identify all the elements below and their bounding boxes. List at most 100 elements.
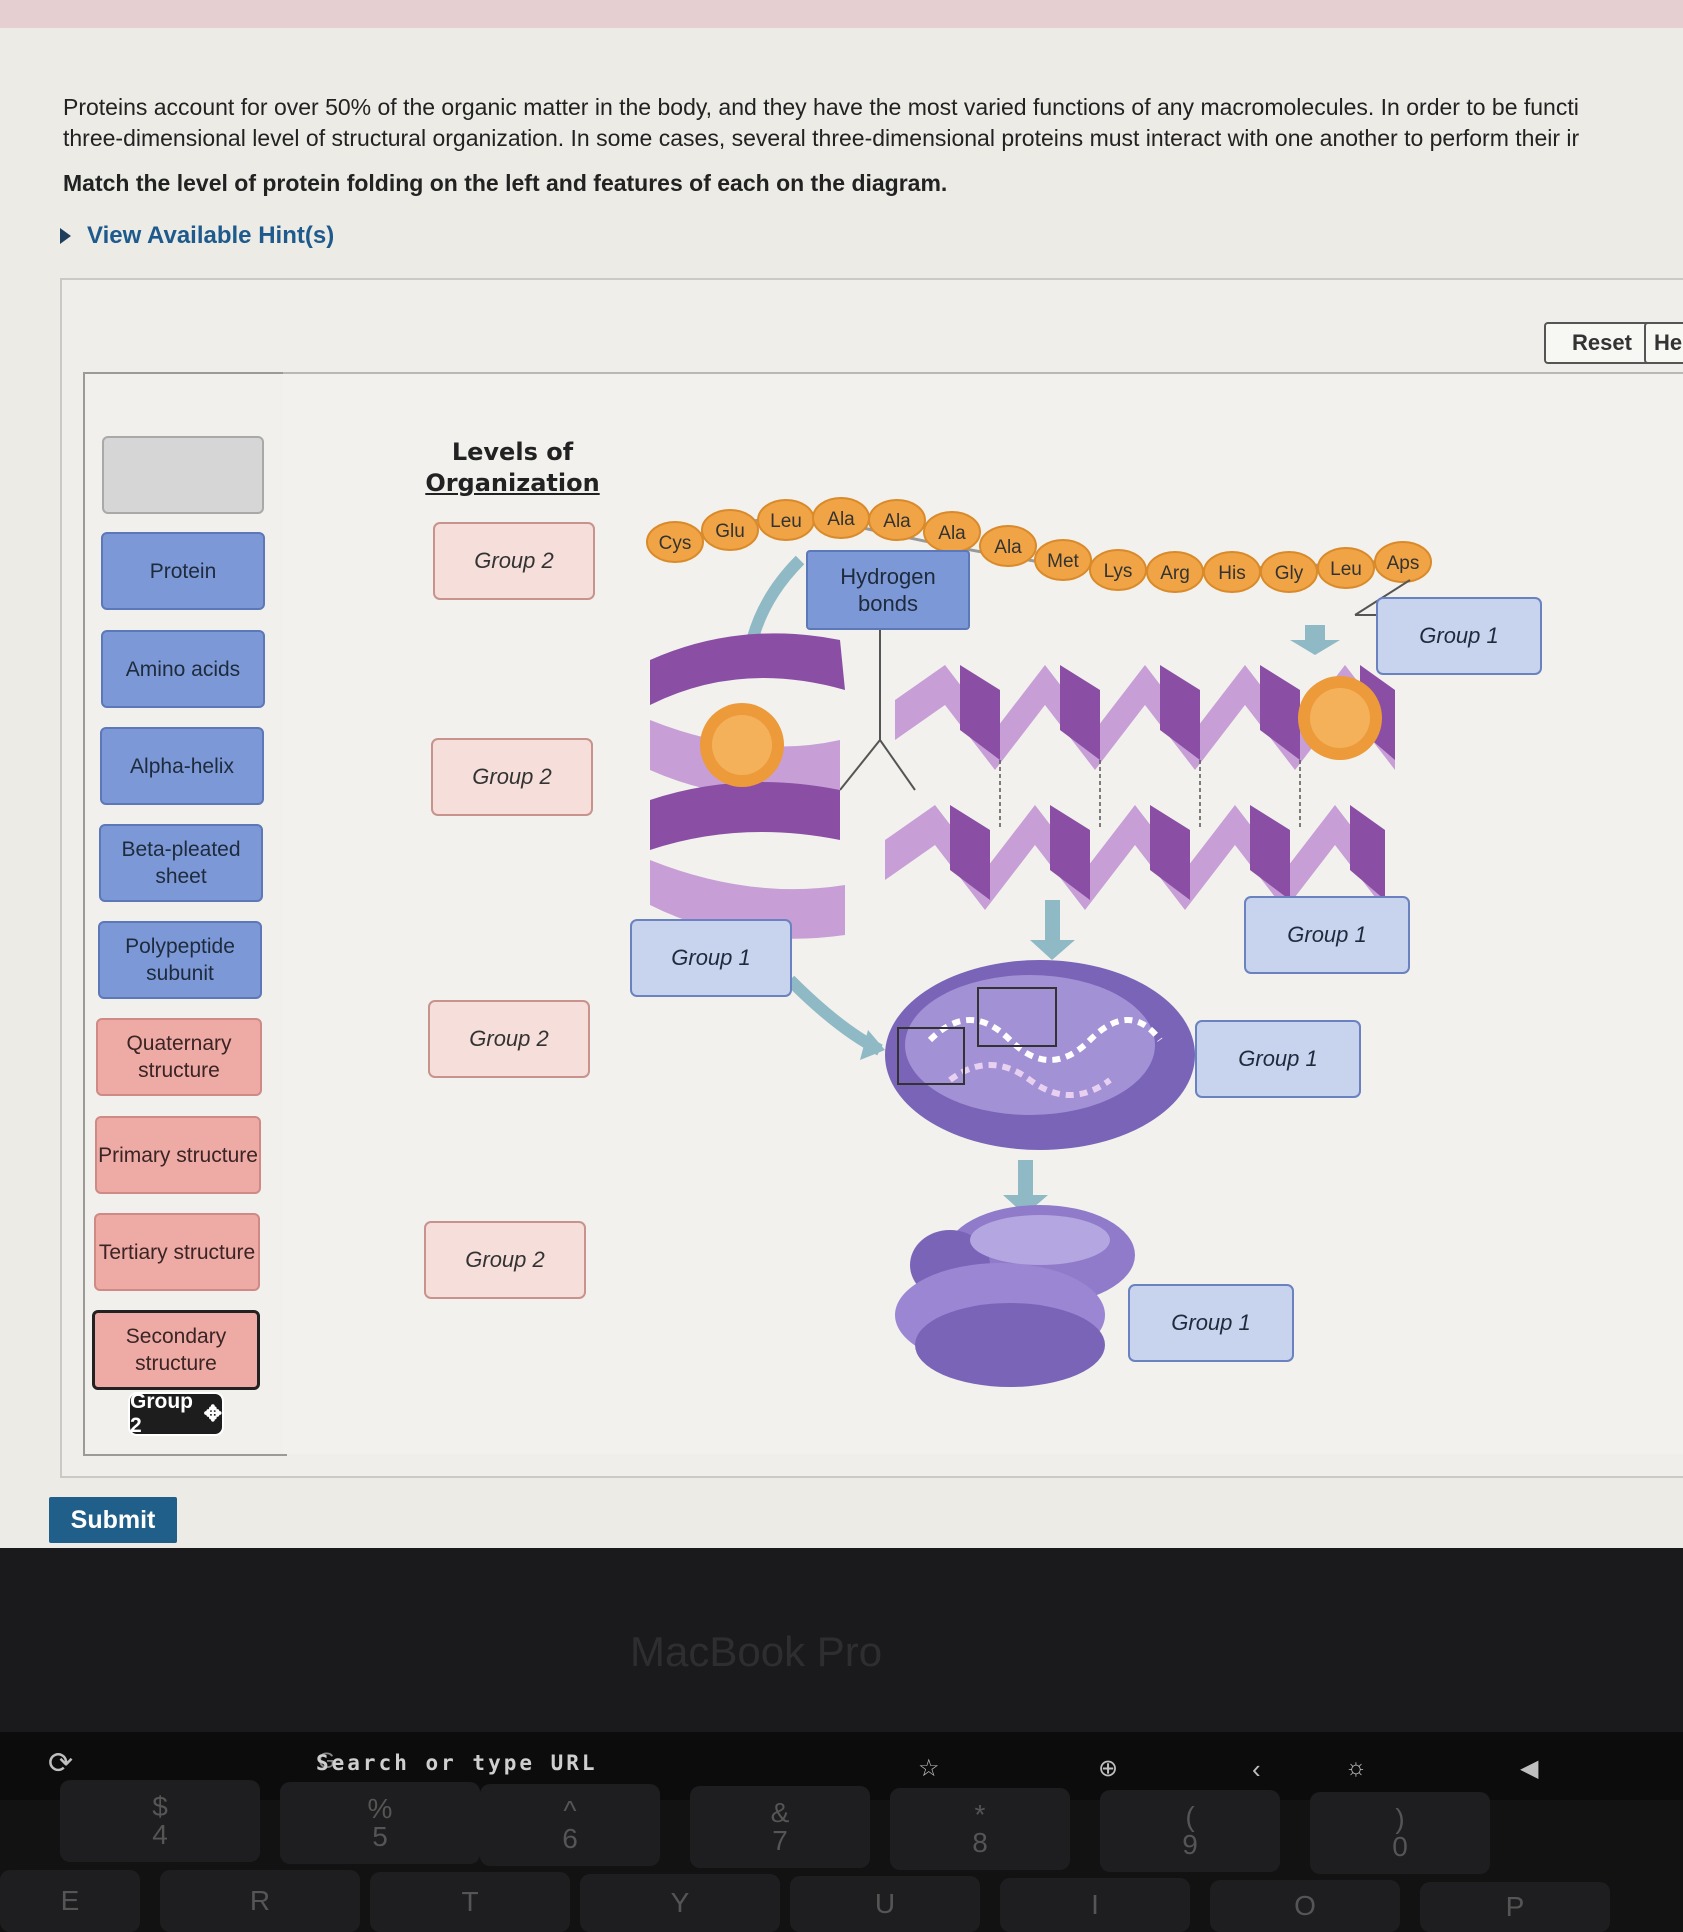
label-secondary-structure[interactable]: Secondary structure bbox=[92, 1310, 260, 1390]
label-quaternary-structure[interactable]: Quaternary structure bbox=[96, 1018, 262, 1096]
label-protein[interactable]: Protein bbox=[101, 532, 265, 610]
key-8[interactable]: *8 bbox=[890, 1788, 1070, 1870]
key-6[interactable]: ^6 bbox=[480, 1784, 660, 1866]
label-beta-pleated-sheet[interactable]: Beta-pleated sheet bbox=[99, 824, 263, 902]
touchbar-search-field[interactable]: Search or type URL bbox=[316, 1751, 598, 1775]
key-7-bottom: 7 bbox=[772, 1825, 788, 1856]
hbond-lines bbox=[839, 626, 916, 791]
amino-acid-label: Ala bbox=[827, 509, 855, 530]
volume-icon[interactable]: ◀ bbox=[1520, 1755, 1539, 1782]
intro-text: Proteins account for over 50% of the org… bbox=[63, 92, 1683, 154]
key-9-top: ( bbox=[1185, 1801, 1195, 1832]
amino-acid-bead bbox=[1317, 547, 1375, 589]
amino-acid-bead bbox=[979, 525, 1037, 567]
label-primary-structure[interactable]: Primary structure bbox=[95, 1116, 261, 1194]
amino-acid-label: His bbox=[1218, 563, 1245, 584]
amino-acid-label: Ala bbox=[938, 523, 966, 544]
browser-screen: Proteins account for over 50% of the org… bbox=[0, 0, 1683, 1548]
level-drop-target-1[interactable]: Group 2 bbox=[433, 522, 595, 600]
label-alpha-helix[interactable]: Alpha-helix bbox=[100, 727, 264, 805]
key-p[interactable]: P bbox=[1420, 1882, 1610, 1932]
key-9-bottom: 9 bbox=[1182, 1829, 1198, 1860]
move-cursor-icon: ✥ bbox=[203, 1401, 222, 1426]
level-drop-target-4[interactable]: Group 2 bbox=[424, 1221, 586, 1299]
label-polypeptide-subunit[interactable]: Polypeptide subunit bbox=[98, 921, 262, 999]
view-hints-link[interactable]: View Available Hint(s) bbox=[60, 222, 334, 250]
key-e[interactable]: E bbox=[0, 1870, 140, 1932]
key-0-bottom: 0 bbox=[1392, 1831, 1408, 1862]
amino-acid-bead bbox=[868, 499, 926, 541]
amino-acid-bead bbox=[646, 521, 704, 563]
levels-title-line2: Organization bbox=[425, 469, 600, 497]
key-0-top: ) bbox=[1395, 1803, 1405, 1834]
amino-acid-label: Cys bbox=[659, 533, 692, 554]
alpha-helix-illustration bbox=[650, 633, 845, 939]
key-8-bottom: 8 bbox=[972, 1827, 988, 1858]
submit-button[interactable]: Submit bbox=[49, 1497, 177, 1543]
beta-sheet-illustration bbox=[885, 665, 1395, 910]
top-strip bbox=[0, 0, 1683, 28]
key-7[interactable]: &7 bbox=[690, 1786, 870, 1868]
key-5-top: % bbox=[367, 1793, 393, 1824]
level-drop-target-2[interactable]: Group 2 bbox=[431, 738, 593, 816]
key-0[interactable]: )0 bbox=[1310, 1792, 1490, 1874]
intro-line-1: Proteins account for over 50% of the org… bbox=[63, 94, 1579, 120]
amino-acid-label: Leu bbox=[770, 511, 802, 532]
feature-drop-target-protein[interactable]: Group 1 bbox=[1128, 1284, 1294, 1362]
feature-drop-target-subunit[interactable]: Group 1 bbox=[1195, 1020, 1361, 1098]
amino-acid-bead bbox=[1034, 539, 1092, 581]
feature-drop-target-amino-acids[interactable]: Group 1 bbox=[1376, 597, 1542, 675]
key-7-top: & bbox=[770, 1797, 790, 1828]
expand-triangle-icon bbox=[60, 228, 71, 244]
key-u[interactable]: U bbox=[790, 1876, 980, 1932]
levels-title: Levels of Organization bbox=[425, 437, 600, 499]
empty-label-slot[interactable] bbox=[102, 436, 264, 514]
feature-drop-target-alpha-helix[interactable]: Group 1 bbox=[630, 919, 792, 997]
level-drop-target-3[interactable]: Group 2 bbox=[428, 1000, 590, 1078]
arrow-head-helix bbox=[860, 1030, 885, 1060]
key-y[interactable]: Y bbox=[580, 1874, 780, 1932]
key-i[interactable]: I bbox=[1000, 1878, 1190, 1932]
arrow-down-sheet bbox=[1030, 900, 1075, 960]
amino-acid-bead bbox=[1374, 541, 1432, 583]
label-tertiary-structure[interactable]: Tertiary structure bbox=[94, 1213, 260, 1291]
arrow-down-chain bbox=[1290, 625, 1340, 655]
brightness-icon[interactable]: ☼ bbox=[1345, 1754, 1367, 1781]
key-r[interactable]: R bbox=[160, 1870, 360, 1932]
key-5-bottom: 5 bbox=[372, 1821, 388, 1852]
bookmark-star-icon[interactable]: ☆ bbox=[918, 1755, 940, 1782]
key-t[interactable]: T bbox=[370, 1872, 570, 1932]
amino-acid-label: Lys bbox=[1104, 561, 1133, 582]
hydrogen-bonds-label: Hydrogen bonds bbox=[806, 550, 970, 630]
new-tab-icon[interactable]: ⊕ bbox=[1098, 1755, 1119, 1782]
key-5[interactable]: %5 bbox=[280, 1782, 480, 1864]
key-6-top: ^ bbox=[563, 1795, 577, 1826]
quaternary-structure-illustration bbox=[895, 1205, 1135, 1387]
key-9[interactable]: (9 bbox=[1100, 1790, 1280, 1872]
amino-acid-label: Leu bbox=[1330, 559, 1362, 580]
instruction-text: Match the level of protein folding on th… bbox=[63, 170, 948, 196]
amino-acid-label: Arg bbox=[1160, 563, 1190, 584]
amino-acid-label: Ala bbox=[883, 511, 911, 532]
chevron-left-icon[interactable]: ‹ bbox=[1252, 1754, 1261, 1784]
arrow-down-tertiary bbox=[1003, 1160, 1048, 1215]
drag-tooltip-label: Group 2 bbox=[130, 1390, 193, 1437]
reload-icon[interactable]: ⟳ bbox=[48, 1747, 74, 1780]
feature-drop-target-beta-sheet[interactable]: Group 1 bbox=[1244, 896, 1410, 974]
tertiary-structure-illustration bbox=[885, 960, 1195, 1150]
amino-acid-label: Ala bbox=[994, 537, 1022, 558]
label-amino-acids[interactable]: Amino acids bbox=[101, 630, 265, 708]
key-o[interactable]: O bbox=[1210, 1880, 1400, 1932]
hint-link-label: View Available Hint(s) bbox=[87, 222, 335, 249]
intro-line-2: three-dimensional level of structural or… bbox=[63, 125, 1580, 151]
key-8-top: * bbox=[974, 1799, 986, 1830]
amino-acid-label: Glu bbox=[715, 521, 745, 542]
key-4-top: $ bbox=[152, 1791, 168, 1822]
drag-tooltip: Group 2 ✥ bbox=[128, 1390, 224, 1437]
key-4[interactable]: $4 bbox=[60, 1780, 260, 1862]
key-6-bottom: 6 bbox=[562, 1823, 578, 1854]
help-button[interactable]: He bbox=[1644, 322, 1683, 364]
levels-title-line1: Levels of bbox=[451, 438, 574, 466]
amino-acid-label: Aps bbox=[1387, 553, 1420, 574]
